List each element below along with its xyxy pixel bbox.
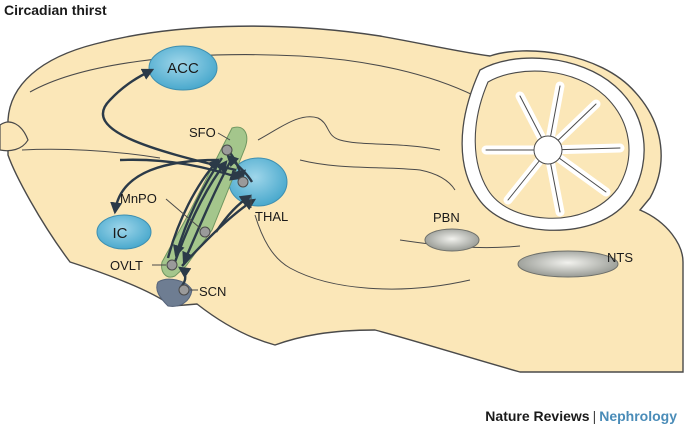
ovlt-node [166,259,178,271]
midbrain-contour [257,116,441,151]
ic-label: IC [113,225,128,242]
acc-label: ACC [167,60,199,77]
arrow-ic-region-to-thal [119,158,243,181]
sfo-node [221,144,233,156]
thalamus-ventral-contour [254,214,471,290]
acc-region [148,45,218,91]
cerebellum [461,57,645,231]
arrow-ovlt-to-sfo-2 [173,160,228,263]
arrow-sfo-to-ovlt-2 [182,161,232,265]
sfo-label: SFO [189,125,216,140]
arrow-sfo-to-ic [110,158,219,215]
thal-node [237,176,249,188]
ic-region [96,214,152,250]
thal-label: THAL [255,209,288,224]
footer-separator: | [592,408,597,424]
nts-label: NTS [607,250,633,265]
cortex-contour [29,54,476,97]
arrow-ovlt-to-thal [181,198,257,267]
nts-region [517,250,619,278]
olfactory-bulb [0,121,29,152]
leader-lines [152,132,252,291]
journal-name: Nephrology [599,408,677,424]
scn-label: SCN [199,284,226,299]
arrow-thal-to-acc [101,68,237,172]
figure-title: Circadian thirst [4,2,107,18]
mnpo-label: MnPO [120,191,157,206]
scn-node [178,284,190,296]
publisher-name: Nature Reviews [485,408,590,424]
cortex-ventral-contour [21,148,161,159]
publisher-footer: Nature Reviews|Nephrology [485,408,677,424]
arrow-thal-to-sfo [226,154,254,183]
pbn-region [424,228,480,252]
hypothalamus-contour [299,159,456,191]
arrow-ovlt-to-sfo-1 [166,158,220,259]
pbn-label: PBN [433,210,460,225]
ovlt-label: OVLT [110,258,143,273]
mnpo-node [199,226,211,238]
